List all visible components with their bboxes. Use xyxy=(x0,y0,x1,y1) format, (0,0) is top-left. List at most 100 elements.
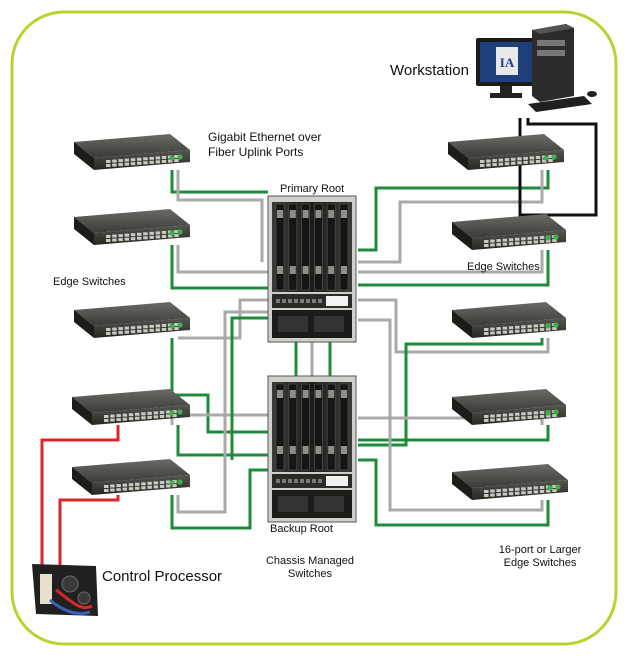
mouse-icon xyxy=(587,91,597,97)
switch-port xyxy=(484,328,489,331)
switch-port xyxy=(124,233,130,237)
copper-link xyxy=(358,250,544,274)
uplink-port-led xyxy=(169,323,175,329)
switch-port xyxy=(149,231,154,235)
switch-port xyxy=(484,332,489,335)
switch-port xyxy=(124,330,130,334)
switch-port xyxy=(511,157,516,161)
switch-port xyxy=(521,241,526,245)
line-card-latch xyxy=(277,446,283,454)
switch-port xyxy=(168,234,173,238)
switch-port xyxy=(484,415,489,418)
fiber-link xyxy=(358,425,550,442)
psu-module xyxy=(278,316,308,332)
switch-top-face xyxy=(74,302,190,326)
switch-port xyxy=(174,323,179,327)
switch-port xyxy=(137,232,142,236)
switch-port xyxy=(168,159,173,163)
line-card xyxy=(301,203,311,291)
switch-port xyxy=(527,486,532,490)
switch-port xyxy=(116,414,121,418)
switch-port xyxy=(484,419,489,422)
switch-port xyxy=(147,415,152,419)
line-card-latch xyxy=(302,390,309,398)
switch-port xyxy=(166,484,171,488)
cp-connector xyxy=(61,575,79,593)
switch-port xyxy=(539,489,545,493)
switch-port xyxy=(552,327,557,331)
switch-port xyxy=(508,417,514,421)
switch-port xyxy=(502,488,508,492)
line-card xyxy=(339,383,349,471)
switch-port xyxy=(172,410,177,414)
switch-port xyxy=(533,240,539,244)
switch-side-face xyxy=(74,142,94,170)
switch-port xyxy=(153,411,159,415)
switch-port xyxy=(149,328,154,332)
switch-port xyxy=(135,416,140,420)
switch-port xyxy=(496,414,501,418)
switch-port xyxy=(128,487,134,491)
switch-port xyxy=(496,243,501,247)
switch-port xyxy=(168,327,173,331)
switch-port xyxy=(515,491,520,495)
line-card-latch xyxy=(315,266,322,274)
switch-port xyxy=(508,492,514,496)
chassis-port xyxy=(312,299,316,303)
switch-port xyxy=(147,411,152,415)
switch-port xyxy=(135,482,140,486)
switch-port xyxy=(130,162,136,166)
switch-port xyxy=(490,243,495,247)
chassis-card-bay xyxy=(272,202,352,292)
larger-edge-label-line1: 16-port or Larger xyxy=(498,544,582,556)
switch-port xyxy=(118,238,123,242)
uplink-port-led xyxy=(547,485,553,491)
switch-port xyxy=(504,162,510,166)
copper-link xyxy=(176,245,268,274)
chassis-port xyxy=(282,479,286,483)
switch-port xyxy=(174,230,179,234)
edge-switch-left-4 xyxy=(72,389,190,425)
switch-port xyxy=(511,161,516,165)
workstation-link xyxy=(520,118,598,217)
control-processor-label: Control Processor xyxy=(102,568,223,585)
switch-port xyxy=(112,234,117,238)
chassis-card-bay xyxy=(272,382,352,472)
switch-side-face xyxy=(448,142,468,170)
switch-port xyxy=(110,484,115,488)
switch-port xyxy=(104,419,109,422)
switch-port xyxy=(546,489,551,493)
switch-port xyxy=(143,232,148,236)
switch-port xyxy=(508,242,514,246)
edge-switch-left-3 xyxy=(74,302,190,338)
switch-port xyxy=(548,159,553,163)
switch-port-row xyxy=(106,155,179,167)
switch-port xyxy=(118,327,123,331)
switch-port xyxy=(504,158,510,162)
line-card xyxy=(326,203,336,291)
edge-switch-left-2 xyxy=(74,209,190,245)
switch-port xyxy=(508,413,514,417)
switch-port xyxy=(527,490,532,494)
switch-port xyxy=(161,234,167,238)
switch-port xyxy=(116,484,121,488)
chassis-port xyxy=(276,299,280,303)
switch-port xyxy=(161,159,167,163)
uplink-label-line2: Fiber Uplink Ports xyxy=(208,145,304,159)
edge-switch-left-1 xyxy=(74,134,190,170)
switch-port xyxy=(135,412,140,416)
switch-port xyxy=(527,415,532,419)
switch-port xyxy=(143,236,148,240)
line-card-latch xyxy=(289,390,296,398)
switch-port xyxy=(106,332,111,335)
uplink-port-led xyxy=(553,234,559,240)
primary-root-label: Primary Root xyxy=(280,183,345,195)
switch-port xyxy=(546,327,551,331)
switch-port xyxy=(159,484,165,488)
line-card-latch xyxy=(341,390,347,398)
switch-top-face xyxy=(452,214,566,238)
workstation-label: Workstation xyxy=(390,62,469,79)
switch-port xyxy=(484,490,489,493)
switch-port xyxy=(527,240,532,244)
line-card-latch xyxy=(302,446,309,454)
